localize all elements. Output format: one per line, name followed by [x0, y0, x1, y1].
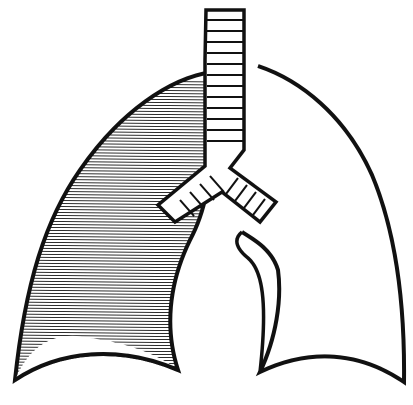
right-lung: [237, 66, 404, 382]
left-lung: [10, 72, 215, 380]
hatch-line: [10, 371, 215, 373]
